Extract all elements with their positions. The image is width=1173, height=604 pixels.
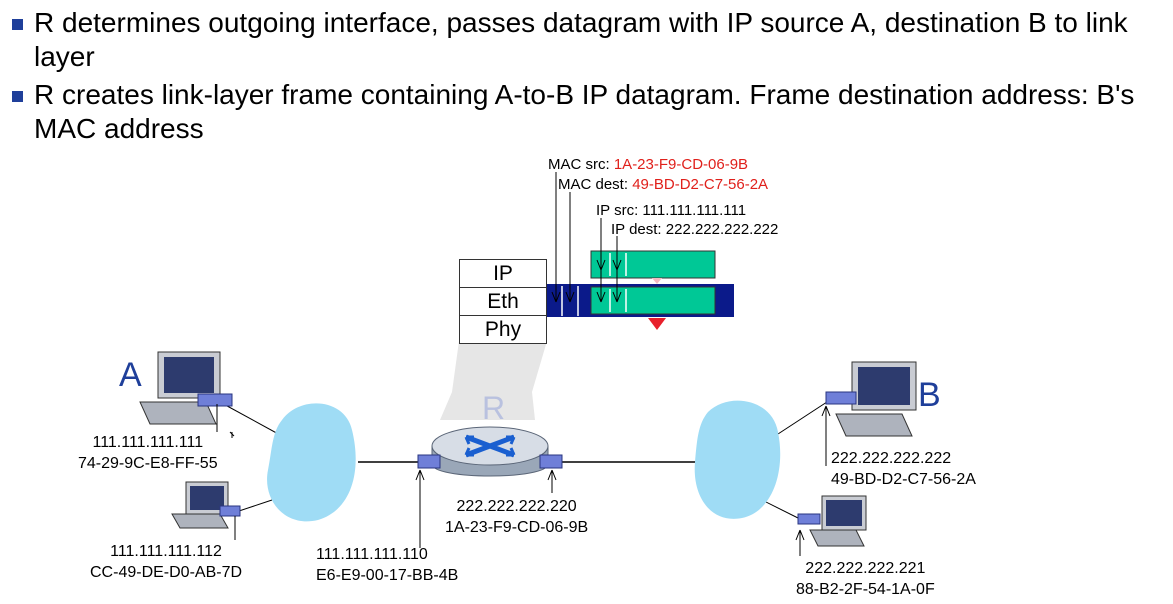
host-b2-ip: 222.222.222.221 <box>805 560 926 577</box>
host-a-address: 111.111.111.111 74-29-9C-E8-FF-55 <box>78 432 218 474</box>
bullet-text: R determines outgoing interface, passes … <box>34 7 1128 72</box>
router-left-mac: E6-E9-00-17-BB-4B <box>316 567 459 584</box>
link-b <box>777 399 831 435</box>
ip-src-label: IP src: 111.111.111.111 <box>596 202 747 219</box>
mac-src-label: MAC src: 1A-23-F9-CD-06-9B <box>548 156 749 173</box>
host-a2-ip: 111.111.111.112 <box>110 543 222 560</box>
router-left-address: 111.111.111.110 E6-E9-00-17-BB-4B <box>316 544 458 586</box>
stack-funnel <box>440 341 547 420</box>
router-right-address: 222.222.222.220 1A-23-F9-CD-06-9B <box>445 496 588 538</box>
router-right-mac: 1A-23-F9-CD-06-9B <box>445 519 589 536</box>
host-a2-mac: CC-49-DE-D0-AB-7D <box>90 564 243 581</box>
mac-src-value: 1A-23-F9-CD-06-9B <box>613 156 749 173</box>
down-arrow-icon <box>648 318 666 330</box>
bullet-marker <box>12 91 23 102</box>
subnet-right-cloud <box>694 400 781 519</box>
subnet-left-cloud <box>267 403 356 522</box>
host-a-letter: A <box>119 356 142 394</box>
router-right-interface-icon <box>539 454 563 469</box>
protocol-stack: IP Eth Phy <box>459 259 547 344</box>
router-left-ip: 111.111.111.110 <box>316 546 428 563</box>
bullet-list: R determines outgoing interface, passes … <box>8 6 1168 146</box>
host-b2-mac: 88-B2-2F-54-1A-0F <box>796 581 935 598</box>
computer-b-icon <box>825 361 917 437</box>
host-b2-address: 222.222.222.221 88-B2-2F-54-1A-0F <box>796 558 935 600</box>
host-b-mac: 49-BD-D2-C7-56-2A <box>831 471 976 488</box>
computer-a2-icon <box>171 481 241 529</box>
router-right-ip: 222.222.222.220 <box>456 498 577 515</box>
bullet-text: R creates link-layer frame containing A-… <box>34 79 1135 144</box>
mac-dest-label: MAC dest: 49-BD-D2-C7-56-2A <box>558 176 769 193</box>
router-left-interface-icon <box>417 454 441 469</box>
stack-layer-phy: Phy <box>459 315 547 344</box>
stack-layer-ip: IP <box>459 259 547 287</box>
bullet-marker <box>12 19 23 30</box>
bullet-item: R determines outgoing interface, passes … <box>8 6 1168 74</box>
frame-payload <box>590 286 716 315</box>
host-b-address: 222.222.222.222 49-BD-D2-C7-56-2A <box>831 448 976 490</box>
bullet-item: R creates link-layer frame containing A-… <box>8 78 1168 146</box>
host-b-letter: B <box>918 376 941 414</box>
link-a2 <box>235 499 273 513</box>
computer-b2-icon <box>797 495 867 547</box>
link-a <box>217 400 283 437</box>
router-icon <box>431 426 549 477</box>
ip-dest-label: IP dest: 222.222.222.222 <box>611 221 779 238</box>
router-label: R <box>482 390 506 426</box>
stack-layer-eth: Eth <box>459 287 547 315</box>
host-a-mac: 74-29-9C-E8-FF-55 <box>78 455 218 472</box>
mac-dest-value: 49-BD-D2-C7-56-2A <box>632 176 769 193</box>
host-a2-address: 111.111.111.112 CC-49-DE-D0-AB-7D <box>90 541 242 583</box>
host-b-ip: 222.222.222.222 <box>831 450 952 467</box>
computer-a-icon <box>139 351 233 425</box>
host-a-ip: 111.111.111.111 <box>92 434 204 451</box>
